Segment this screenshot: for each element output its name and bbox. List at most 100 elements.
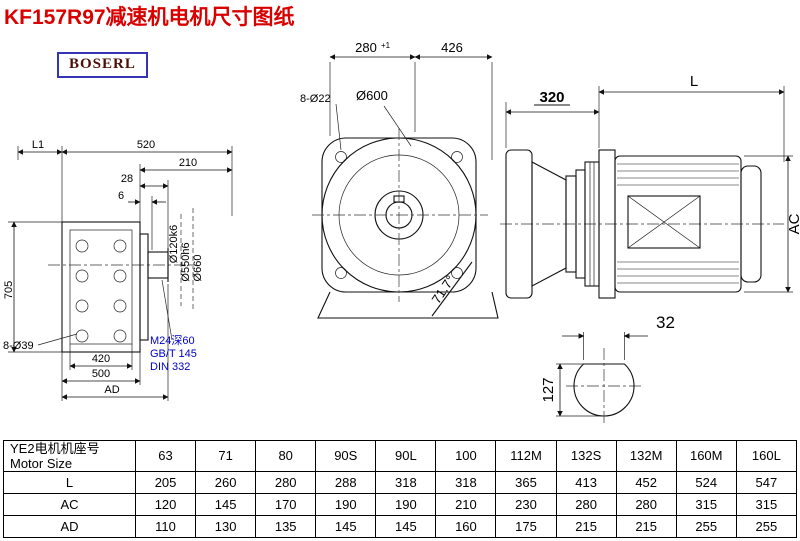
dim-426: 426 bbox=[441, 40, 463, 55]
dimension-value-cell: 175 bbox=[495, 515, 557, 538]
dim-280-tolerance: +1 bbox=[381, 41, 391, 50]
motor-size-column-header: 132S bbox=[555, 440, 617, 472]
dimension-value-cell: 255 bbox=[675, 515, 737, 538]
dimension-value-cell: 190 bbox=[315, 493, 377, 516]
dimension-row-label: AD bbox=[3, 515, 136, 538]
dimension-value-cell: 260 bbox=[195, 471, 257, 494]
dimension-value-cell: 160 bbox=[435, 515, 497, 538]
dimension-value-cell: 315 bbox=[675, 493, 737, 516]
dimension-value-cell: 190 bbox=[375, 493, 437, 516]
dimension-value-cell: 365 bbox=[495, 471, 557, 494]
left-view-dimension-lines bbox=[8, 146, 233, 401]
housing-outline bbox=[61, 221, 141, 353]
dimension-row-label: L bbox=[3, 471, 136, 494]
dimension-value-cell: 145 bbox=[195, 493, 257, 516]
dim-210: 210 bbox=[179, 157, 197, 169]
dimension-value-cell: 255 bbox=[735, 515, 798, 538]
dimension-value-cell: 547 bbox=[735, 471, 798, 494]
dimension-value-cell: 280 bbox=[615, 493, 677, 516]
dim-l1: L1 bbox=[32, 139, 44, 151]
label-8-holes-d22: 8-Ø22 bbox=[300, 93, 331, 105]
dimension-value-cell: 280 bbox=[555, 493, 617, 516]
label-shaft-d120k6: Ø120k6 bbox=[168, 225, 180, 264]
motor-size-column-header: 100 bbox=[435, 440, 497, 472]
page-title: KF157R97减速机电机尺寸图纸 bbox=[4, 6, 295, 29]
dim-28: 28 bbox=[121, 173, 133, 185]
dim-6: 6 bbox=[118, 190, 124, 202]
section-dimension-lines bbox=[556, 332, 648, 417]
label-8-holes-d39: 8-Ø39 bbox=[3, 340, 34, 352]
dimension-value-cell: 145 bbox=[315, 515, 377, 538]
label-d600: Ø600 bbox=[356, 88, 388, 103]
dimension-value-cell: 230 bbox=[495, 493, 557, 516]
dim-127: 127 bbox=[540, 377, 557, 402]
front-view-dimension-lines bbox=[329, 54, 493, 160]
dimension-value-cell: 170 bbox=[255, 493, 317, 516]
fan-cover bbox=[740, 165, 762, 283]
motor-fins-top bbox=[617, 160, 739, 190]
dimension-value-cell: 280 bbox=[255, 471, 317, 494]
dim-520: 520 bbox=[137, 139, 155, 151]
motor-nameplate bbox=[627, 195, 701, 249]
motor-size-column-header: 80 bbox=[255, 440, 317, 472]
motor-size-column-header: 132M bbox=[615, 440, 677, 472]
reducer-motor-side-view: 320 L AC bbox=[500, 73, 800, 299]
motor-size-column-header: 160L bbox=[735, 440, 798, 472]
label-d660: Ø660 bbox=[192, 255, 204, 282]
flange-bolt-holes bbox=[75, 239, 127, 343]
motor-size-column-header: 71 bbox=[195, 440, 257, 472]
note-gbt-145: GB/T 145 bbox=[150, 348, 197, 360]
note-thread-m24: M24深60 bbox=[150, 334, 195, 347]
dimension-value-cell: 110 bbox=[134, 515, 197, 538]
motor-fins-bottom bbox=[617, 258, 739, 288]
motor-size-column-header: 90L bbox=[375, 440, 437, 472]
dim-keyway-32: 32 bbox=[656, 313, 675, 332]
dim-500: 500 bbox=[92, 368, 110, 380]
boserl-logo-text: BOSERL bbox=[69, 56, 136, 72]
dimension-value-cell: 120 bbox=[134, 493, 197, 516]
motor-size-column-header: 112M bbox=[495, 440, 557, 472]
boserl-logo: BOSERL bbox=[57, 52, 148, 78]
dim-motor-height-ac: AC bbox=[786, 213, 800, 234]
dimension-value-cell: 210 bbox=[435, 493, 497, 516]
motor-size-column-header: 90S bbox=[315, 440, 377, 472]
base-foot bbox=[317, 291, 499, 319]
dimension-value-cell: 215 bbox=[555, 515, 617, 538]
note-din-332: DIN 332 bbox=[150, 361, 190, 373]
dimension-value-cell: 135 bbox=[255, 515, 317, 538]
dim-ad: AD bbox=[104, 384, 119, 396]
dimension-value-cell: 452 bbox=[615, 471, 677, 494]
label-spigot-d550h6: Ø550h6 bbox=[180, 242, 192, 281]
side-view-dimension-lines bbox=[505, 86, 793, 293]
dimension-value-cell: 413 bbox=[555, 471, 617, 494]
dim-420: 420 bbox=[92, 353, 110, 365]
dim-motor-length-l: L bbox=[690, 73, 698, 90]
dimension-value-cell: 318 bbox=[435, 471, 497, 494]
gearbox-left-view: L1 520 210 28 6 705 8-Ø39 420 500 AD Ø12… bbox=[3, 139, 233, 401]
dimension-value-cell: 288 bbox=[315, 471, 377, 494]
dimension-value-cell: 205 bbox=[134, 471, 197, 494]
dimension-value-cell: 315 bbox=[735, 493, 798, 516]
dimension-value-cell: 145 bbox=[375, 515, 437, 538]
dimension-value-cell: 524 bbox=[675, 471, 737, 494]
dimension-value-cell: 215 bbox=[615, 515, 677, 538]
dim-705: 705 bbox=[3, 281, 15, 299]
motor-size-column-header: 63 bbox=[134, 440, 197, 472]
technical-drawing: L1 520 210 28 6 705 8-Ø39 420 500 AD Ø12… bbox=[3, 40, 800, 424]
output-shaft-section-view: 32 127 bbox=[540, 313, 675, 424]
shaft-cross-section bbox=[573, 363, 635, 417]
dimension-row-label: AC bbox=[3, 493, 136, 516]
dim-320: 320 bbox=[539, 89, 564, 106]
gearbox-front-view: 280 +1 426 8-Ø22 Ø600 71.7° bbox=[300, 40, 499, 319]
dim-280: 280 bbox=[355, 40, 377, 55]
dimension-value-cell: 318 bbox=[375, 471, 437, 494]
motor-size-column-header: 160M bbox=[675, 440, 737, 472]
